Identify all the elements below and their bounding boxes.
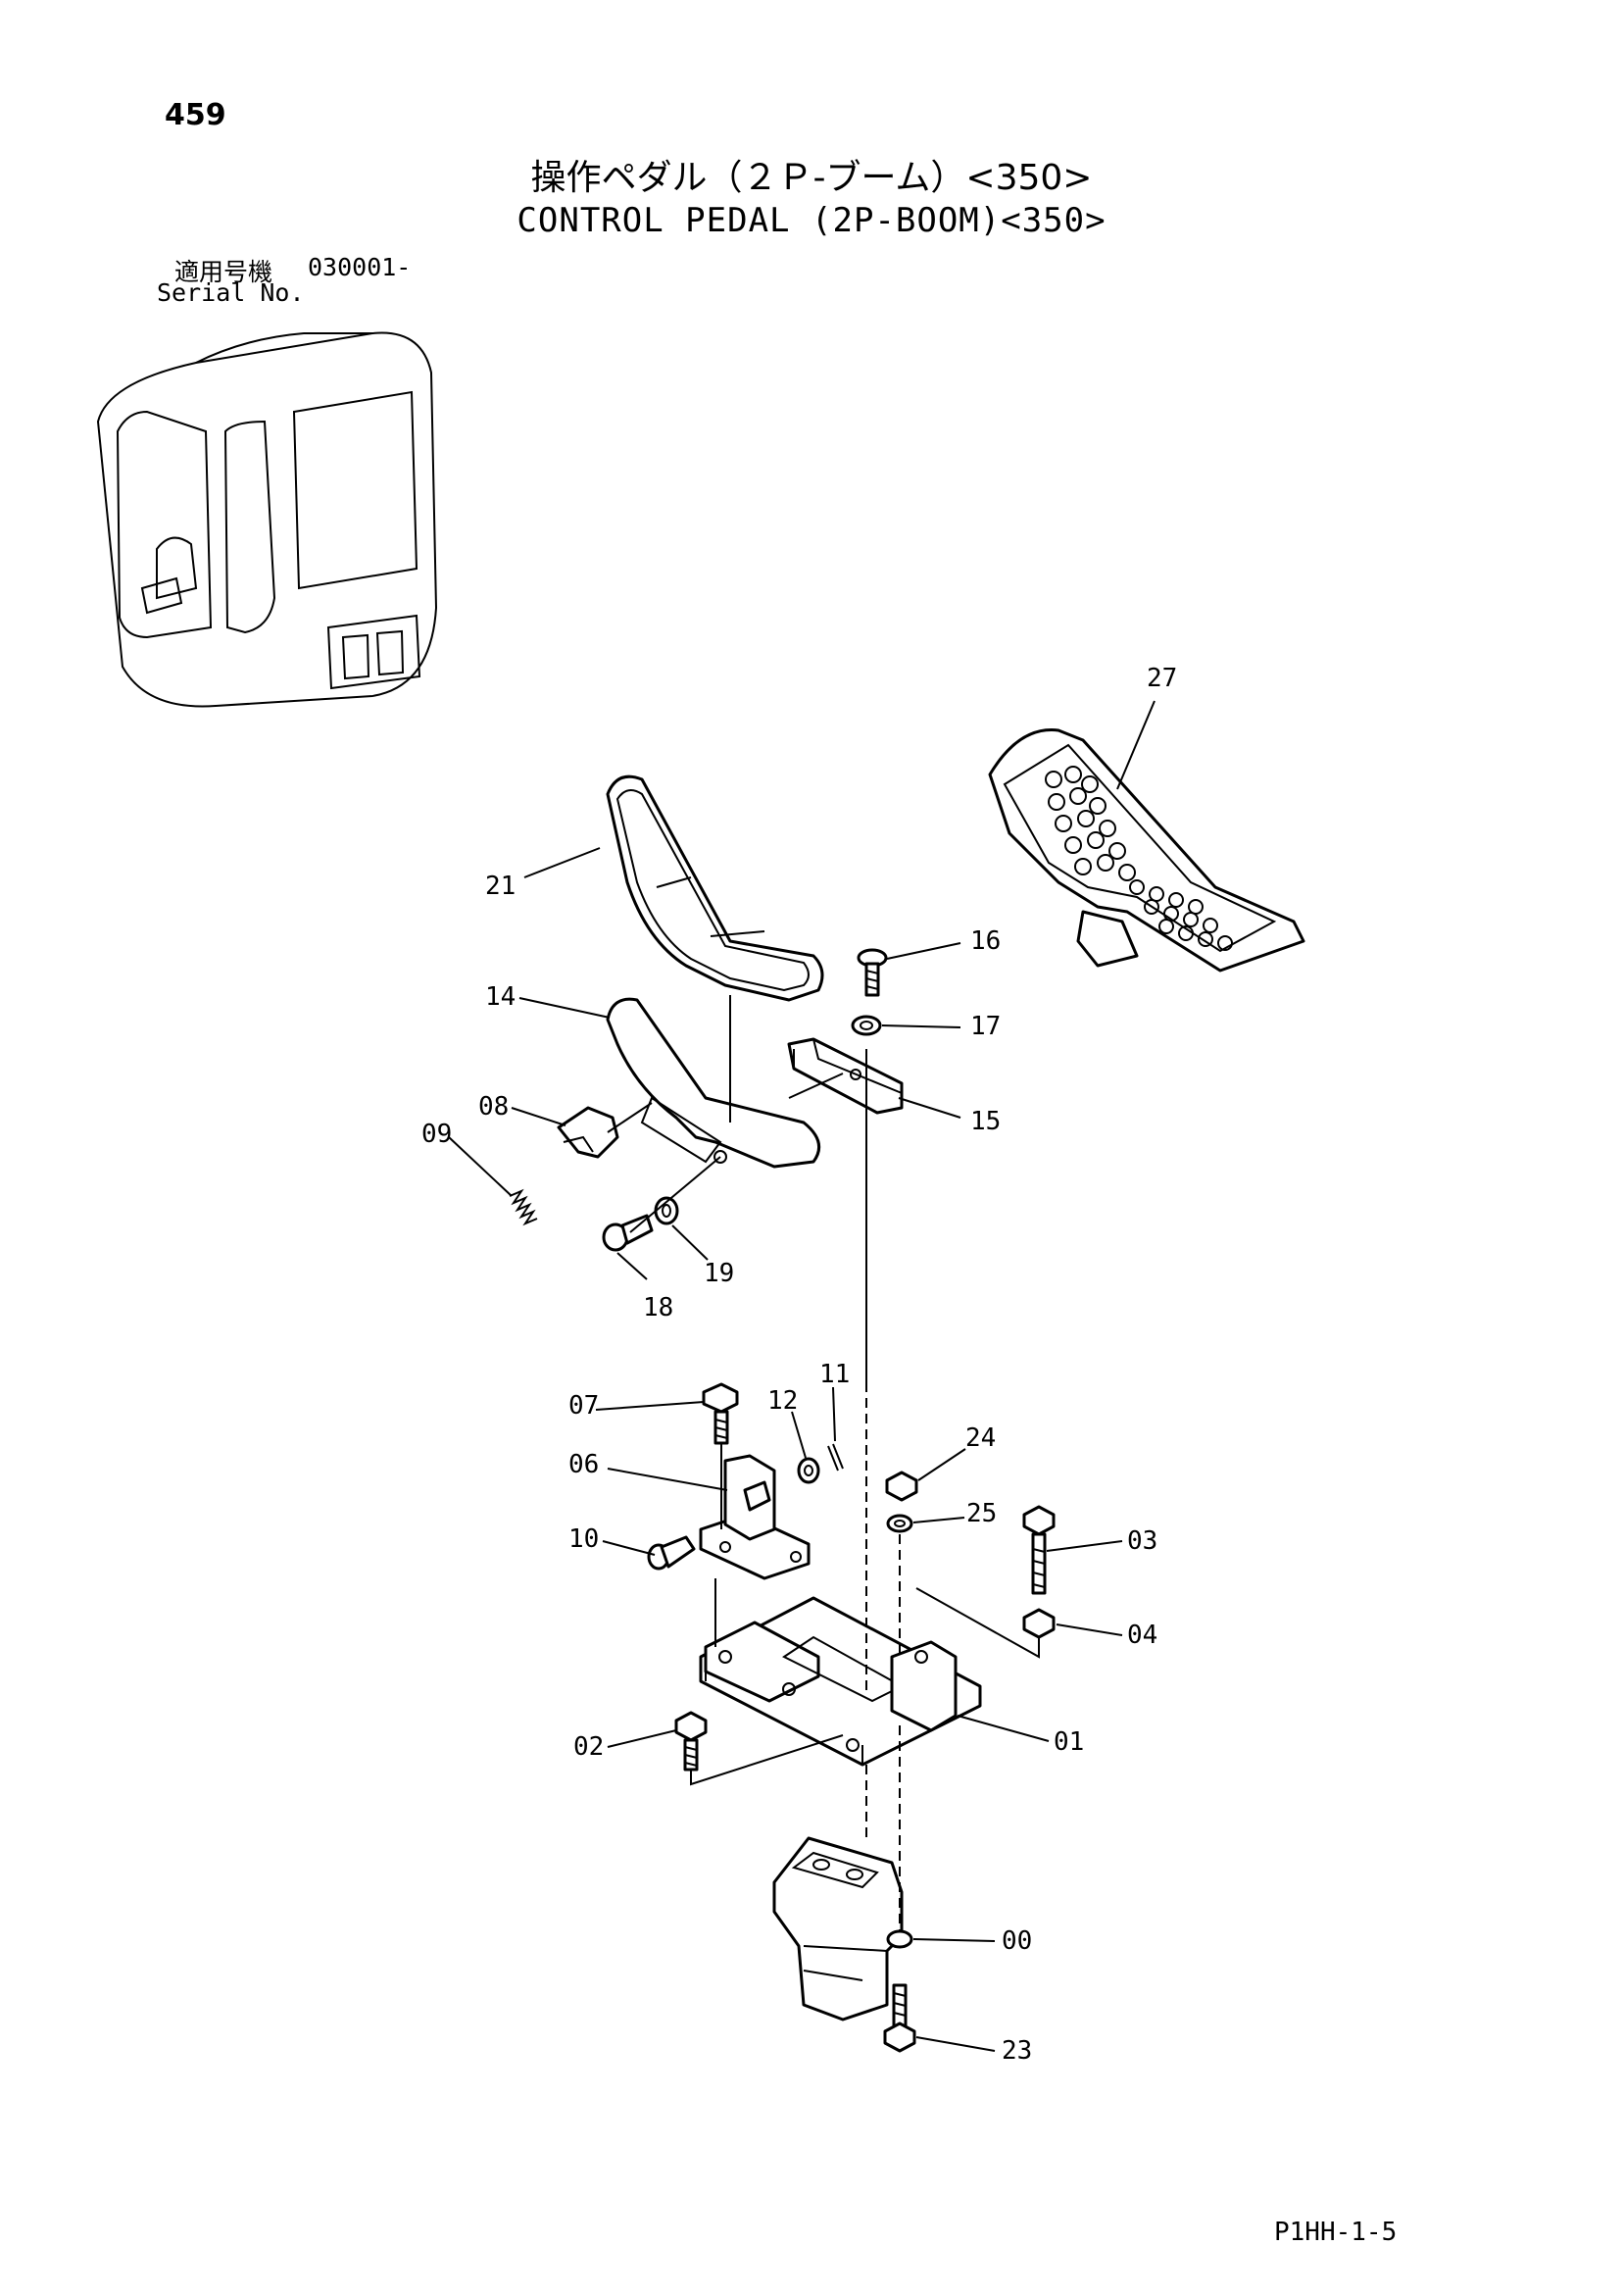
part-17-washer bbox=[851, 1015, 882, 1036]
part-18-bolt bbox=[602, 1214, 654, 1252]
callout-12: 12 bbox=[767, 1386, 798, 1416]
part-27-pedal-cover bbox=[988, 728, 1305, 973]
title-english: CONTROL PEDAL (2P-BOOM)<350> bbox=[516, 201, 1107, 240]
callout-08: 08 bbox=[478, 1092, 509, 1122]
part-09-spring bbox=[509, 1188, 538, 1226]
callout-18: 18 bbox=[643, 1293, 673, 1323]
alignment-lines bbox=[607, 995, 1040, 1931]
part-07-bolt bbox=[702, 1382, 739, 1445]
part-01-base-plate bbox=[699, 1596, 982, 1767]
part-04-nut bbox=[1022, 1608, 1056, 1639]
callout-19: 19 bbox=[704, 1259, 734, 1288]
callout-07: 07 bbox=[568, 1391, 599, 1421]
part-11-cotter-pin bbox=[827, 1443, 844, 1472]
callout-10: 10 bbox=[568, 1524, 599, 1554]
callout-11: 11 bbox=[819, 1360, 850, 1389]
serial-label-english: Serial No. bbox=[157, 278, 305, 307]
serial-label-japanese: 適用号機 bbox=[174, 258, 273, 286]
part-02-bolt bbox=[674, 1711, 708, 1772]
callout-27: 27 bbox=[1147, 664, 1177, 693]
part-21-pedal-pad bbox=[606, 774, 824, 1002]
part-23-bolt bbox=[883, 1983, 916, 2053]
callout-09: 09 bbox=[421, 1120, 452, 1149]
callout-labels: 27 21 16 14 17 08 15 09 19 18 11 07 12 2… bbox=[421, 664, 1177, 2066]
callout-06: 06 bbox=[568, 1450, 599, 1479]
part-03-bolt bbox=[1022, 1505, 1056, 1595]
title-japanese: 操作ペダル（２Ｐ-ブーム）<350> bbox=[530, 158, 1093, 198]
callout-24: 24 bbox=[965, 1423, 996, 1453]
page-number: 459 bbox=[165, 98, 226, 132]
callout-17: 17 bbox=[970, 1012, 1001, 1041]
callout-03: 03 bbox=[1127, 1526, 1157, 1556]
part-15-bracket bbox=[787, 1037, 904, 1115]
cab-location-sketch bbox=[96, 331, 438, 708]
callout-23: 23 bbox=[1002, 2036, 1032, 2066]
footer-code: P1HH-1-5 bbox=[1274, 2218, 1398, 2247]
part-16-screw bbox=[857, 948, 888, 997]
callout-21: 21 bbox=[485, 872, 516, 901]
part-25-washer bbox=[886, 1514, 913, 1533]
part-24-nut bbox=[885, 1471, 918, 1502]
part-08-pin bbox=[557, 1106, 619, 1159]
callout-00: 00 bbox=[1002, 1926, 1032, 1956]
part-12-washer bbox=[797, 1457, 820, 1484]
callout-25: 25 bbox=[966, 1499, 997, 1528]
callout-04: 04 bbox=[1127, 1621, 1157, 1650]
callout-15: 15 bbox=[970, 1107, 1001, 1136]
callout-16: 16 bbox=[970, 926, 1001, 956]
part-14-pedal-arm bbox=[606, 997, 821, 1169]
callout-02: 02 bbox=[573, 1732, 604, 1762]
serial-value: 030001- bbox=[308, 253, 412, 281]
part-10-pin bbox=[647, 1535, 696, 1571]
part-06-hinge-bracket bbox=[699, 1454, 811, 1580]
leader-lines bbox=[448, 700, 1156, 2052]
callout-14: 14 bbox=[485, 982, 516, 1012]
callout-01: 01 bbox=[1054, 1727, 1084, 1757]
part-00-pilot-valve bbox=[772, 1836, 913, 2021]
